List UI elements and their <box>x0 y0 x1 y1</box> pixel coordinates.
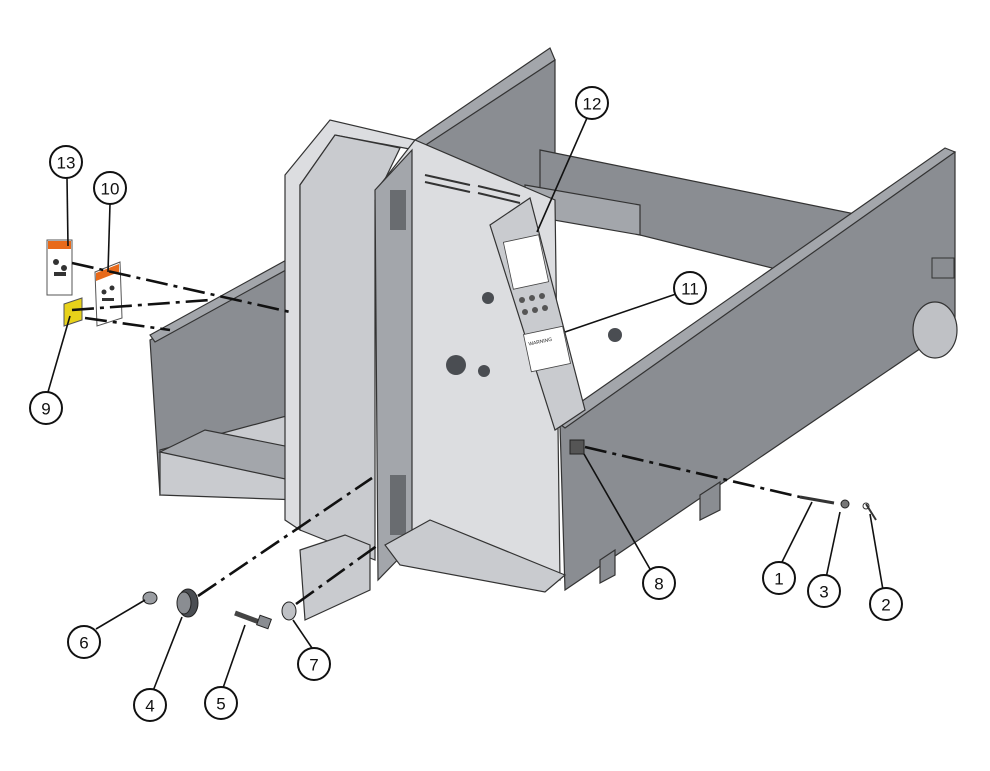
part-5-bolt <box>234 610 272 630</box>
callout-11: 11 <box>673 271 707 305</box>
callout-2-label: 2 <box>881 596 890 615</box>
part-6-nut <box>142 591 158 605</box>
callout-7: 7 <box>297 647 331 681</box>
part-4-wheel <box>176 588 199 618</box>
callout-9-label: 9 <box>41 400 50 419</box>
leader-lines <box>47 117 884 692</box>
callout-11-label: 11 <box>681 280 699 299</box>
decal-10-pictogram <box>101 285 115 301</box>
callout-3: 3 <box>807 574 841 608</box>
top-vents <box>424 174 521 204</box>
warning-decal-text: WARNING <box>528 337 553 348</box>
decal-label-11 <box>523 325 571 373</box>
rail-tab <box>699 480 721 521</box>
callout-6-label: 6 <box>79 634 88 653</box>
decal-13-header <box>48 241 71 249</box>
assembly-centerlines <box>71 261 801 606</box>
callout-6: 6 <box>67 625 101 659</box>
callout-5-label: 5 <box>216 695 225 714</box>
panel-hole <box>482 292 494 304</box>
perforation-pattern <box>390 190 406 535</box>
panel-hole <box>446 355 466 375</box>
part-8-bushing <box>569 439 585 455</box>
callout-12-label: 12 <box>583 95 602 114</box>
decal-13-pictogram <box>53 259 67 276</box>
callout-4-label: 4 <box>145 697 154 716</box>
callout-10: 10 <box>93 171 127 205</box>
callout-13: 13 <box>49 145 83 179</box>
frame-assembly: WARNING <box>149 47 958 621</box>
callout-3-label: 3 <box>819 583 828 602</box>
panel-hole <box>608 328 622 342</box>
right-slot <box>931 257 955 279</box>
callout-10-label: 10 <box>101 180 120 199</box>
part-2-hitch-pin <box>862 502 877 521</box>
decal-9 <box>63 297 83 327</box>
callout-2: 2 <box>869 587 903 621</box>
center-floor <box>384 519 567 593</box>
part-1-pin <box>799 495 835 505</box>
callout-1: 1 <box>762 561 796 595</box>
callout-9: 9 <box>29 391 63 425</box>
decal-label-12 <box>502 234 550 290</box>
loose-hardware <box>142 495 877 630</box>
callout-1-label: 1 <box>774 570 783 589</box>
callout-4: 4 <box>133 688 167 722</box>
decal-buttons <box>519 293 548 315</box>
floating-decals <box>46 239 123 327</box>
callout-8: 8 <box>642 566 676 600</box>
part-7-washer <box>281 601 297 621</box>
part-3-clip <box>840 499 850 509</box>
decal-10-header <box>96 264 119 281</box>
panel-hole <box>478 365 490 377</box>
right-cylinder <box>912 301 958 359</box>
callout-13-label: 13 <box>57 154 76 173</box>
decal-13 <box>46 239 73 296</box>
callout-8-label: 8 <box>654 575 663 594</box>
callout-7-label: 7 <box>309 656 318 675</box>
callout-5: 5 <box>204 686 238 720</box>
rail-tab <box>599 548 616 584</box>
callout-12: 12 <box>575 86 609 120</box>
